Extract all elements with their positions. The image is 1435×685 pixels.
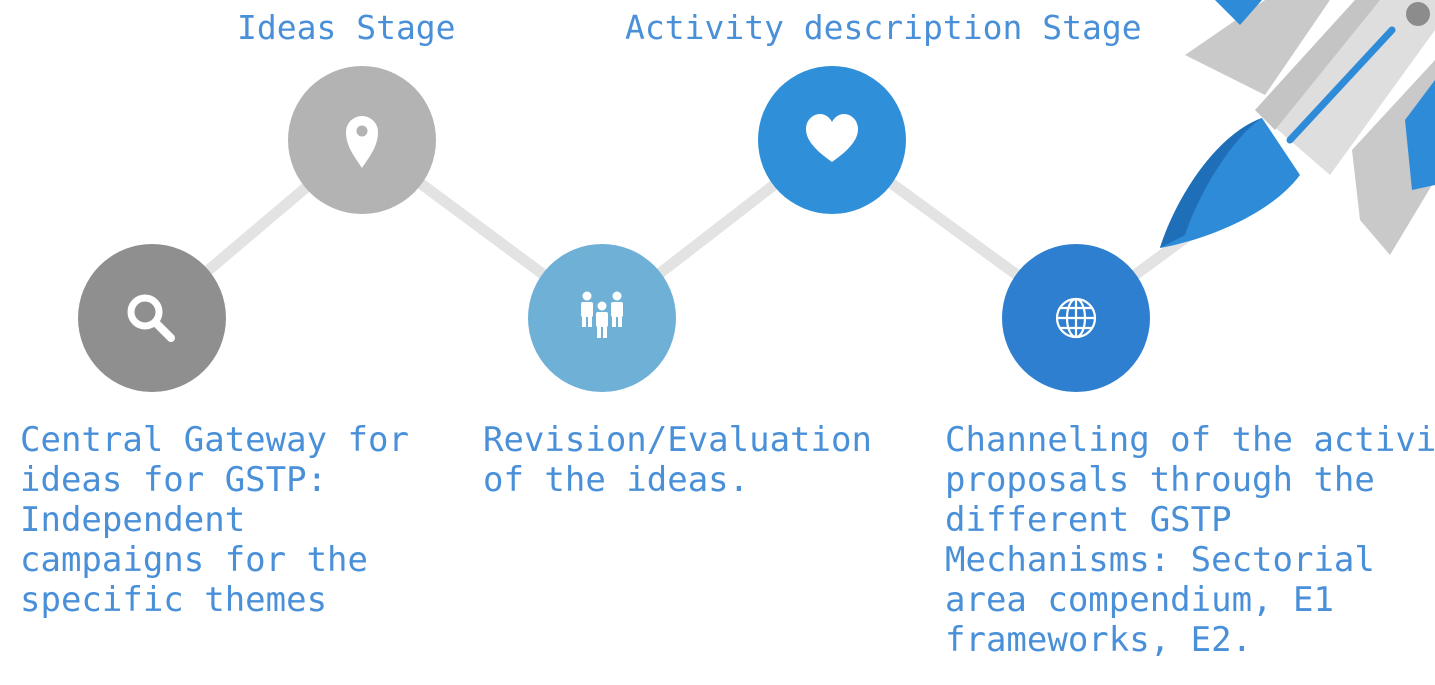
gateway-line: Independent [20, 500, 246, 540]
channeling-line: frameworks, E2. [945, 620, 1253, 660]
channeling-line: different GSTP [945, 500, 1232, 540]
people-node [528, 244, 676, 392]
channeling-line: Mechanisms: Sectorial [945, 540, 1375, 580]
revision-line: of the ideas. [483, 460, 750, 500]
search-icon [127, 294, 175, 342]
heart-icon [806, 114, 858, 162]
globe-icon [1055, 297, 1097, 339]
gateway-line: ideas for GSTP: [20, 460, 328, 500]
channeling-line: Channeling of the activity [945, 420, 1435, 460]
channeling-line: proposals through the [945, 460, 1375, 500]
gateway-description: Central Gateway for ideas for GSTP: Inde… [20, 420, 409, 620]
people-icon [581, 291, 623, 338]
search-node [78, 244, 226, 392]
revision-description: Revision/Evaluation of the ideas. [483, 420, 872, 500]
location-node [288, 66, 436, 214]
rocket-illustration [1160, 0, 1435, 255]
gateway-line: Central Gateway for [20, 420, 409, 460]
gateway-line: campaigns for the [20, 540, 368, 580]
heart-node [758, 66, 906, 214]
ideas-stage-label: Ideas Stage [237, 8, 456, 47]
revision-line: Revision/Evaluation [483, 420, 872, 460]
location-pin-icon [346, 116, 378, 168]
channeling-line: area compendium, E1 [945, 580, 1334, 620]
gateway-line: specific themes [20, 580, 328, 620]
activity-stage-label: Activity description Stage [625, 8, 1142, 47]
channeling-description: Channeling of the activity proposals thr… [945, 420, 1435, 660]
globe-node [1002, 244, 1150, 392]
